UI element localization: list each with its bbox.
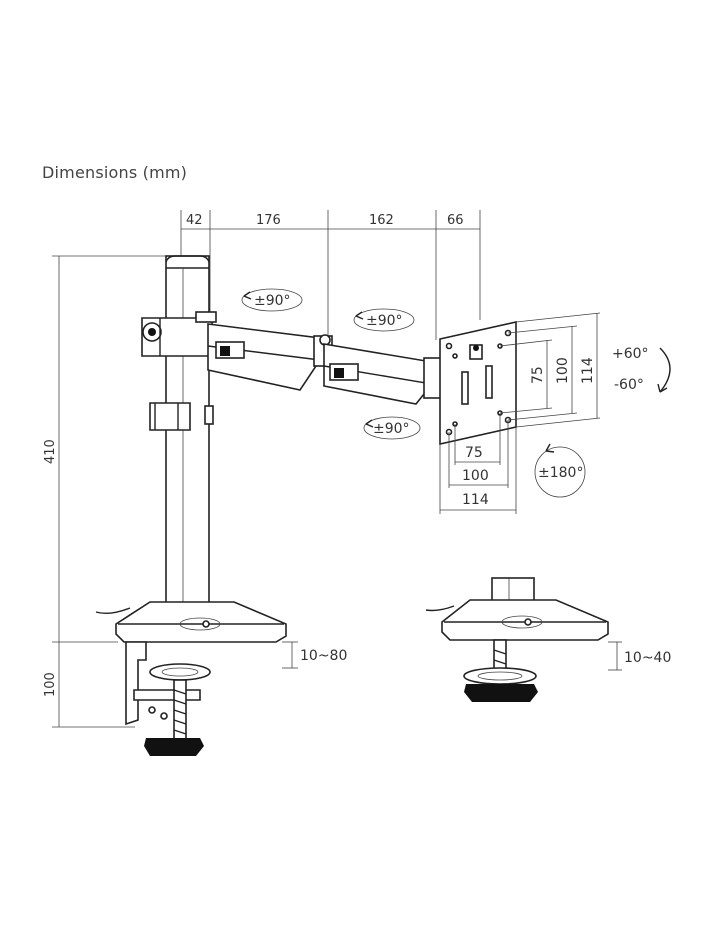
rotation-upper-arm-label: ±90° [254, 293, 291, 309]
vesa-plate [439, 321, 517, 445]
tilt-up-label: +60° [612, 346, 649, 362]
rotation-middle-arm: ±90° [353, 308, 415, 332]
vesa-v-114: 114 [580, 357, 596, 384]
dim-176: 176 [256, 213, 281, 228]
rotation-middle-arm-label: ±90° [366, 313, 403, 329]
vesa-h-75: 75 [465, 445, 483, 461]
vesa-h-114: 114 [462, 492, 489, 508]
dim-100-clamp: 100 [43, 672, 58, 697]
clamp-range-left: 10~80 [282, 641, 347, 669]
vesa-h-100: 100 [462, 468, 489, 484]
top-dimension-line: 42 176 162 66 [180, 210, 481, 340]
dim-162: 162 [369, 213, 394, 228]
pole [149, 255, 214, 622]
desk-base-left [95, 601, 287, 643]
dim-42: 42 [186, 213, 203, 228]
dim-410: 410 [43, 439, 58, 464]
rotation-upper-arm: ±90° [241, 288, 303, 312]
left-dimension-line: 410 100 [43, 255, 170, 728]
pole-joint [141, 311, 217, 357]
desk-base-right [425, 599, 609, 641]
tilt-down-label: -60° [614, 377, 644, 393]
page-title: Dimensions (mm) [42, 163, 188, 182]
vesa-vertical-dims: 75 100 114 [499, 312, 601, 428]
vesa-v-75: 75 [530, 366, 546, 384]
vesa-horizontal-dims: 75 100 114 [439, 413, 517, 514]
clamp-range-right-label: 10~40 [624, 650, 671, 666]
dim-66: 66 [447, 213, 464, 228]
rotate-label: ±180° [538, 465, 583, 481]
clamp-range-left-label: 10~80 [300, 648, 347, 664]
rotate-indicator: ±180° [534, 443, 586, 498]
rotation-lower-arm: ±90° [363, 416, 421, 440]
tilt-indicator: +60° -60° [612, 346, 671, 393]
forearm [323, 343, 445, 405]
clamp-left [125, 641, 211, 756]
upper-arm [207, 323, 321, 391]
vesa-v-100: 100 [555, 357, 571, 384]
clamp-right [463, 639, 538, 702]
clamp-range-right: 10~40 [608, 641, 671, 671]
rotation-lower-arm-label: ±90° [373, 421, 410, 437]
